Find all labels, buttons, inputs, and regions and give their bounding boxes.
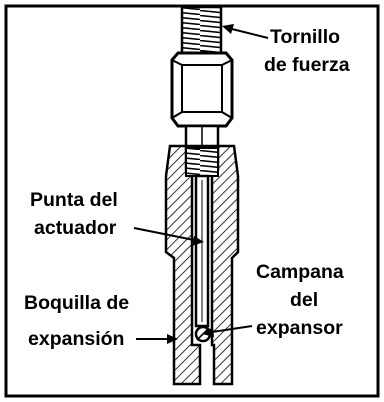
leader-actuator-tip xyxy=(133,227,204,246)
label-expansion-nozzle: Boquilla de expansión xyxy=(24,292,129,350)
label-expander-bell-line2: del xyxy=(290,289,318,311)
label-force-screw-line1: Tornillo xyxy=(270,26,340,48)
label-force-screw-line2: de fuerza xyxy=(264,54,350,76)
hex-nut xyxy=(170,51,234,128)
label-expansion-nozzle-line1: Boquilla de xyxy=(24,292,129,314)
label-expander-bell: Campana del expansor xyxy=(256,261,344,339)
label-actuator-tip: Punta del actuador xyxy=(30,189,118,239)
label-force-screw: Tornillo de fuerza xyxy=(264,26,350,76)
expander-bell-body xyxy=(164,144,240,386)
leader-force-screw xyxy=(222,24,269,39)
actuator-tip xyxy=(194,174,210,328)
screw-shaft xyxy=(184,124,220,148)
leader-expansion-nozzle xyxy=(136,334,178,344)
label-actuator-tip-line2: actuador xyxy=(34,217,117,239)
label-actuator-tip-line1: Punta del xyxy=(30,189,118,211)
label-expander-bell-line3: expansor xyxy=(256,317,343,339)
label-expander-bell-line1: Campana xyxy=(256,261,344,283)
force-screw xyxy=(180,5,223,55)
label-expansion-nozzle-line2: expansión xyxy=(28,328,124,350)
leader-expander-bell xyxy=(202,325,253,337)
